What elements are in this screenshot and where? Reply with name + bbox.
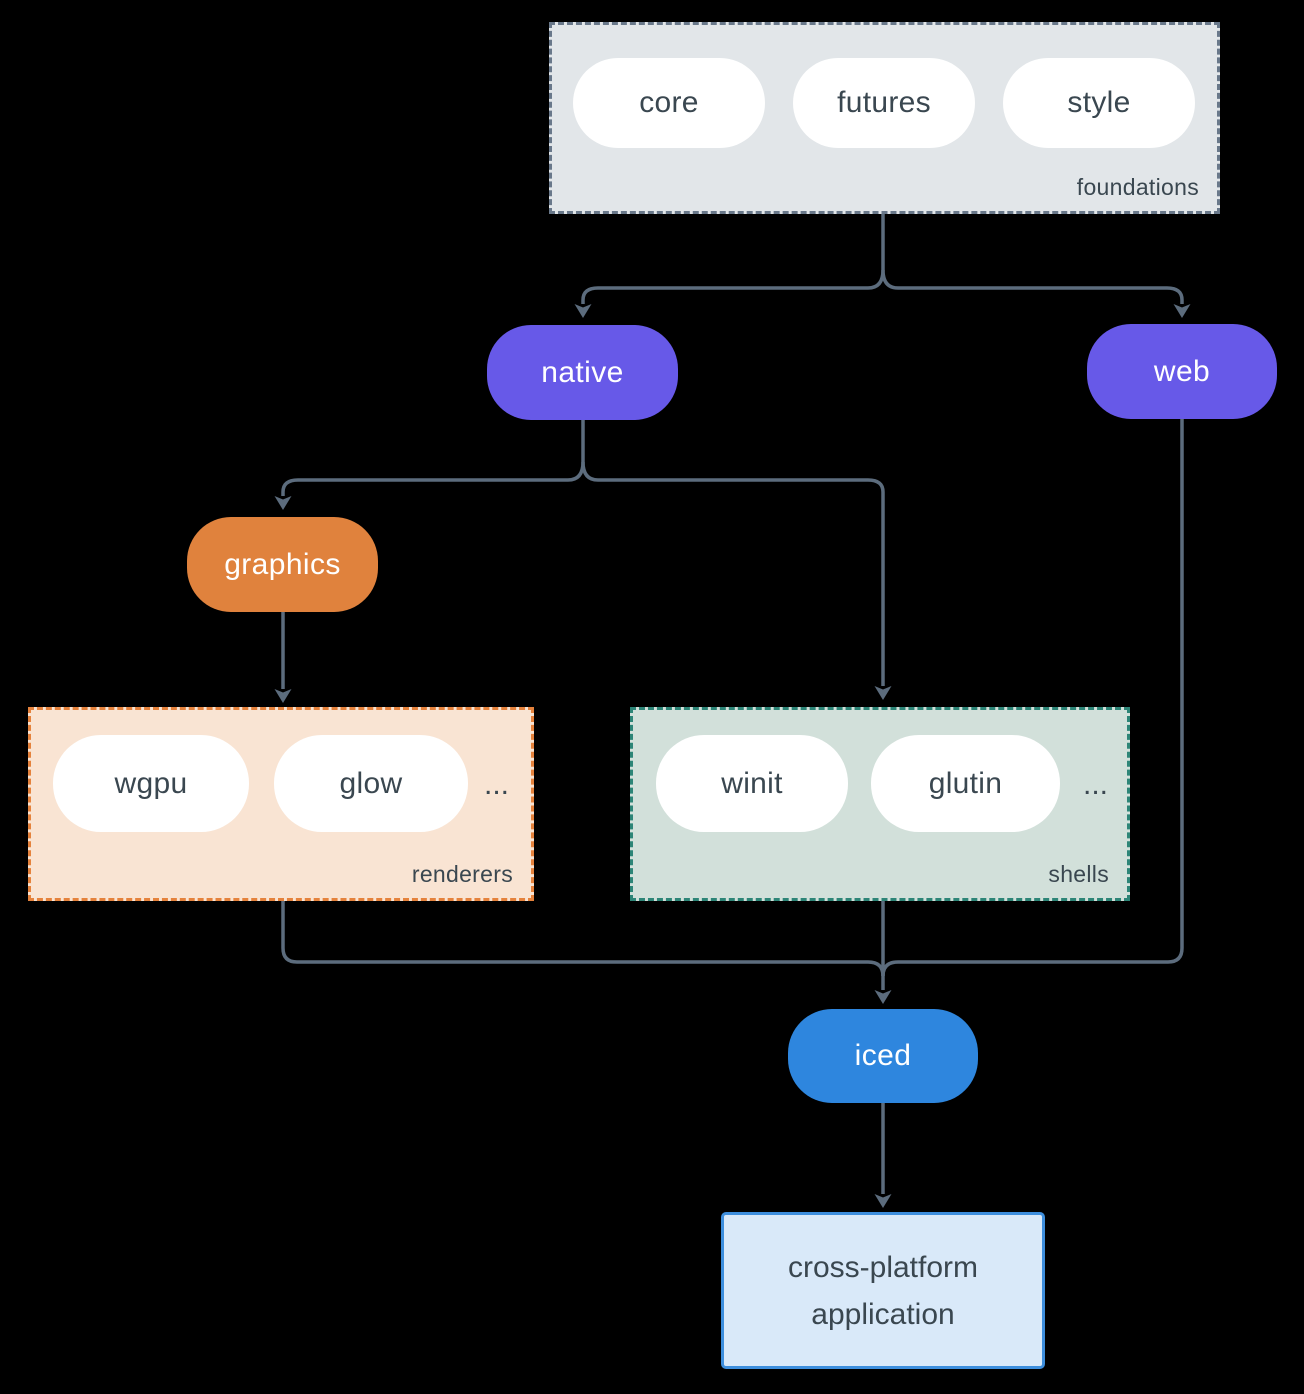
node-futures: futures [793,58,975,148]
node-web: web [1087,324,1277,419]
shells-group: winit glutin ... shells [630,707,1130,901]
node-wgpu: wgpu [53,735,249,832]
node-style: style [1003,58,1195,148]
node-core: core [573,58,765,148]
node-iced: iced [788,1009,978,1103]
renderers-ellipsis: ... [484,768,510,801]
shells-ellipsis: ... [1083,768,1109,801]
arrowheads [274,304,1191,1208]
renderers-group: wgpu glow ... renderers [28,707,534,901]
foundations-group: core futures style foundations [549,22,1220,214]
renderers-label: renderers [411,861,513,887]
node-native: native [487,325,678,420]
node-graphics: graphics [187,517,378,612]
node-glow: glow [274,735,468,832]
node-winit: winit [656,735,848,832]
node-glutin: glutin [871,735,1060,832]
cross-platform-application-box: cross-platform application [721,1212,1045,1369]
foundations-label: foundations [1076,174,1199,200]
shells-label: shells [1048,861,1109,887]
